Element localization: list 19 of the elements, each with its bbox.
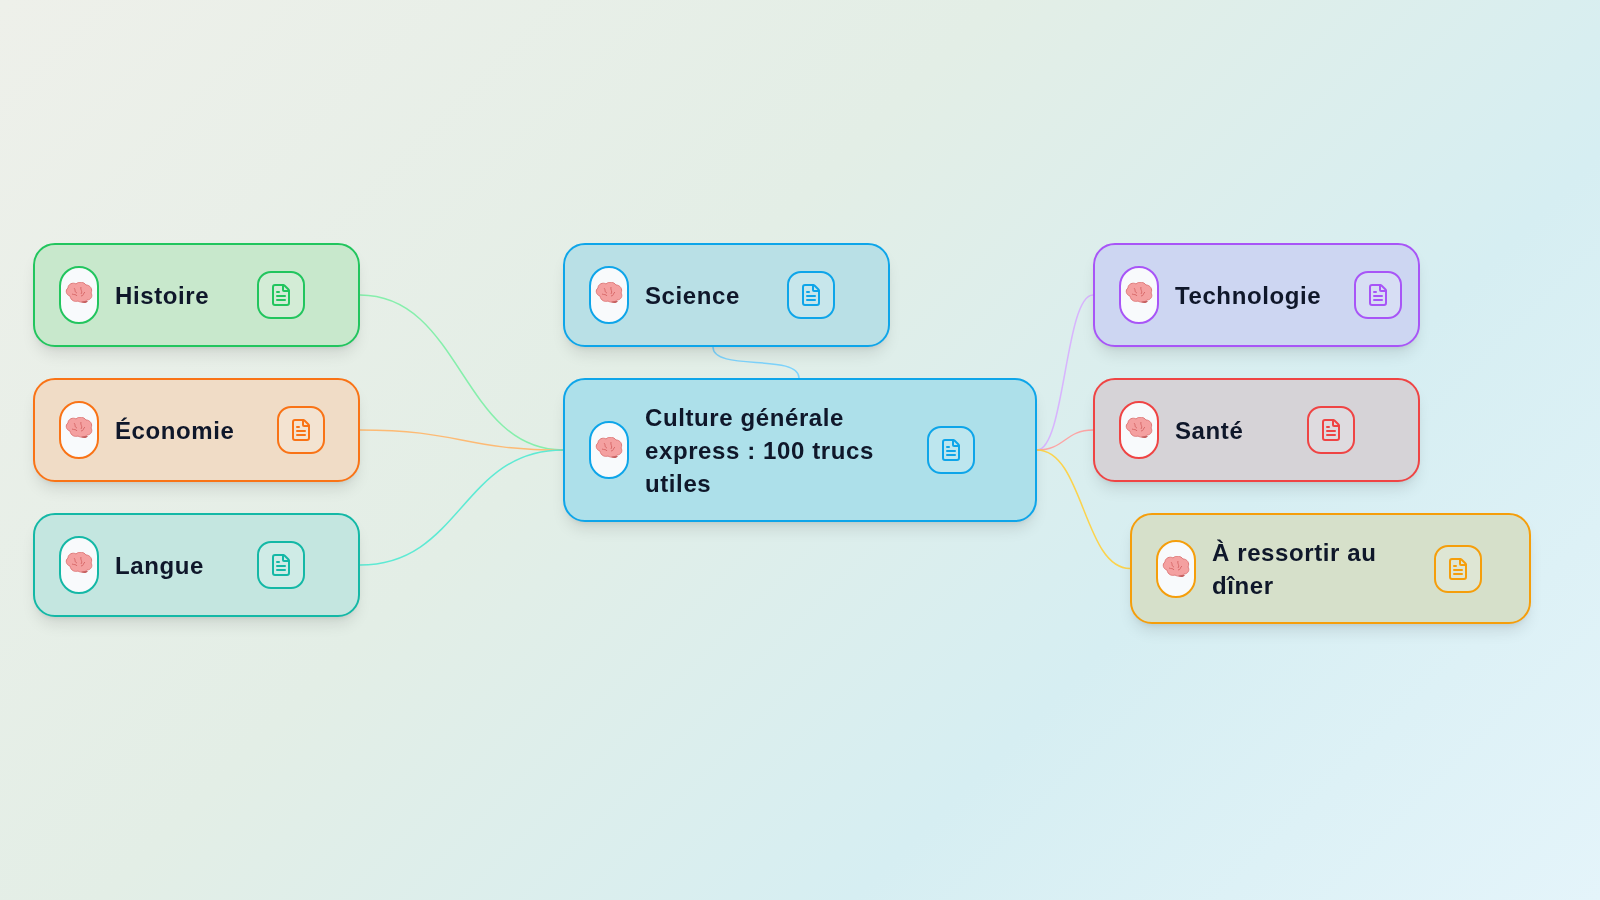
topic-card bbox=[563, 378, 1037, 522]
connector-line bbox=[359, 449, 564, 566]
topic-title: À ressortir au dîner bbox=[1212, 537, 1378, 601]
topic-card bbox=[1130, 513, 1531, 624]
topic-title: Économie bbox=[115, 415, 236, 446]
topic-card bbox=[33, 243, 360, 347]
topic-title: Science bbox=[645, 280, 741, 311]
connector-line bbox=[1036, 449, 1131, 570]
topic-card bbox=[1093, 243, 1420, 347]
topic-title: Culture générale express : 100 trucs utiles bbox=[645, 402, 875, 499]
topic-card bbox=[33, 378, 360, 482]
topic-title: Technologie bbox=[1175, 280, 1322, 311]
topic-title: Santé bbox=[1175, 415, 1245, 446]
topic-card bbox=[563, 243, 890, 347]
topic-card bbox=[33, 513, 360, 617]
connector-line bbox=[712, 346, 800, 379]
topic-card bbox=[1093, 378, 1420, 482]
topic-title: Histoire bbox=[115, 280, 211, 311]
topic-title: Langue bbox=[115, 550, 205, 581]
